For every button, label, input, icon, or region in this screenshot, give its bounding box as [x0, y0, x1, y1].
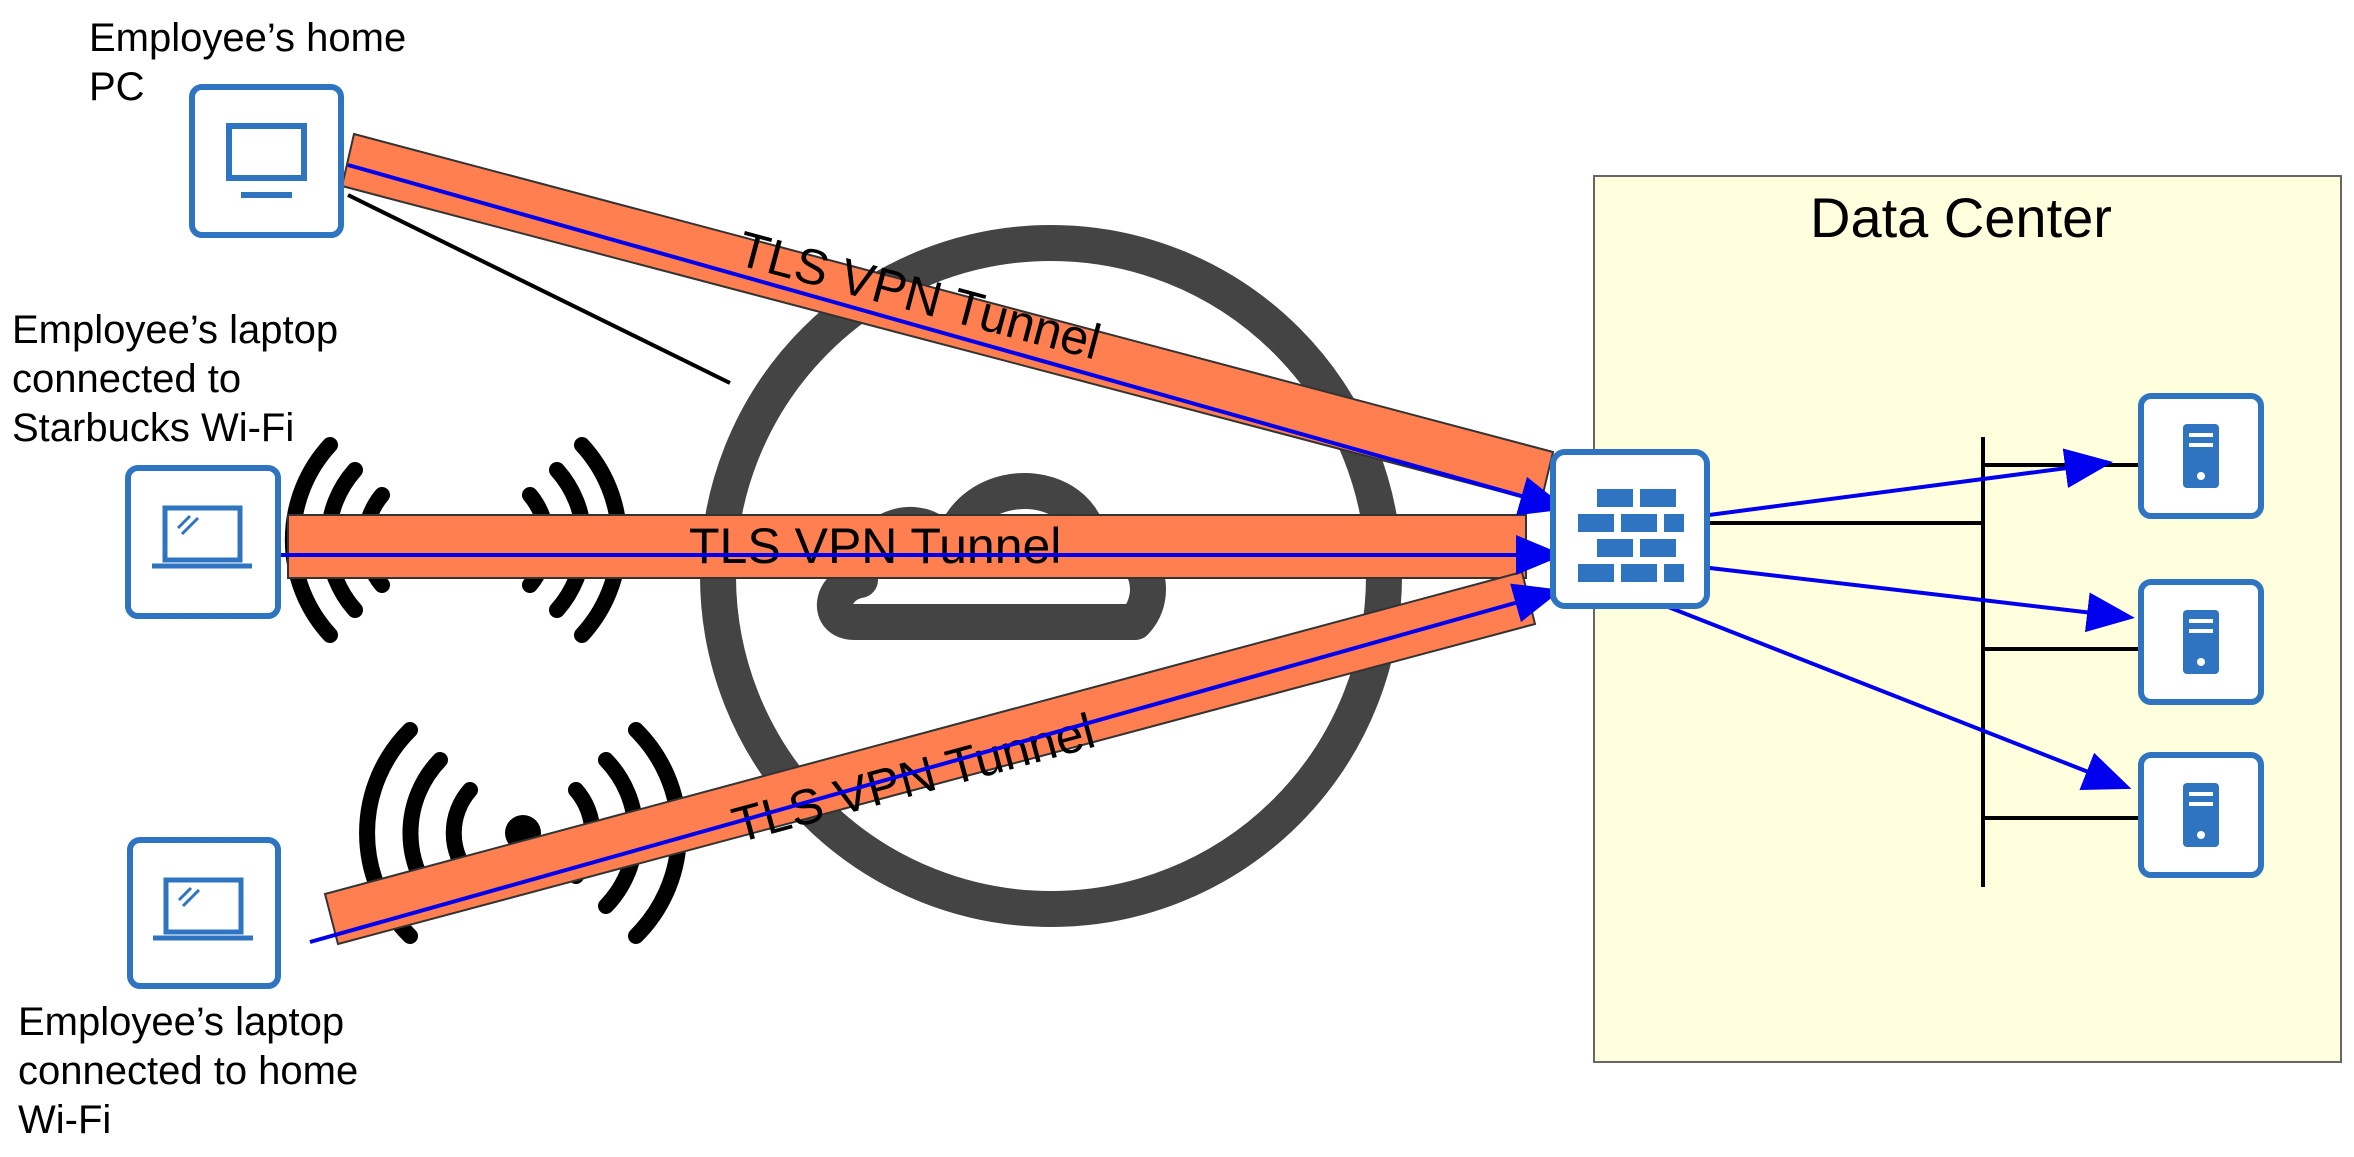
vpn-tunnel-1: TLS VPN Tunnel — [340, 132, 1555, 504]
server-icon — [2138, 752, 2264, 878]
server-icon — [2138, 393, 2264, 519]
laptop-icon — [125, 465, 281, 619]
starbucks-laptop-label: Employee’s laptop connected to Starbucks… — [12, 308, 339, 450]
vpn-tunnel-2: TLS VPN Tunnel — [287, 514, 1527, 579]
lan-bus — [1702, 437, 2140, 887]
physical-link — [347, 193, 731, 385]
laptop-icon — [127, 837, 281, 989]
data-center-title: Data Center — [1810, 186, 2112, 249]
tunnel-label-2: TLS VPN Tunnel — [689, 518, 1061, 574]
home-pc-label: Employee’s home PC — [89, 16, 407, 109]
desktop-monitor-icon — [189, 84, 344, 238]
home-laptop-label: Employee’s laptop connected to home Wi-F… — [18, 1000, 359, 1142]
firewall-icon — [1550, 449, 1710, 609]
server-icon — [2138, 579, 2264, 705]
